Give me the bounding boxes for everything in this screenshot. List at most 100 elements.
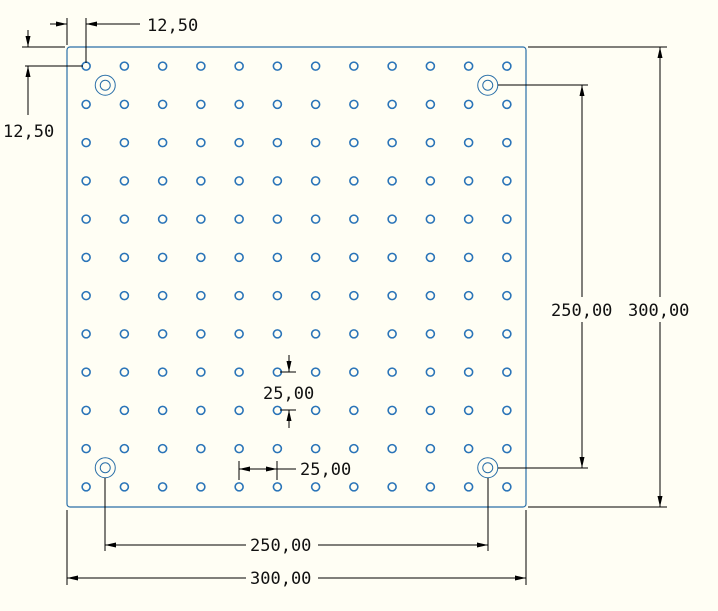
- hole: [157, 99, 168, 110]
- hole: [196, 367, 206, 377]
- hole: [463, 176, 474, 186]
- hole: [157, 367, 168, 377]
- hole: [196, 99, 206, 110]
- hole: [81, 482, 91, 492]
- hole: [387, 176, 397, 186]
- hole: [310, 405, 321, 416]
- hole: [119, 214, 130, 224]
- hole: [81, 443, 91, 454]
- hole: [310, 61, 321, 71]
- hole: [234, 252, 244, 263]
- hole: [463, 99, 474, 110]
- dim-plate-width: 300,00: [66, 510, 527, 589]
- hole: [425, 405, 436, 416]
- hole: [196, 137, 206, 148]
- hole: [157, 290, 168, 301]
- hole: [234, 99, 244, 110]
- hole: [463, 482, 474, 492]
- hole: [502, 61, 512, 71]
- hole: [502, 290, 512, 301]
- hole: [272, 99, 283, 110]
- hole: [463, 290, 474, 301]
- hole: [349, 443, 359, 454]
- mount-hole: [482, 462, 494, 474]
- dim-vertical-pitch-label: 25,00: [263, 384, 314, 404]
- hole: [81, 252, 91, 263]
- hole: [81, 405, 91, 416]
- hole: [234, 405, 244, 416]
- mount-hole: [477, 74, 499, 96]
- hole: [502, 443, 512, 454]
- hole: [234, 61, 244, 71]
- hole: [502, 176, 512, 186]
- hole: [463, 137, 474, 148]
- hole: [425, 482, 436, 492]
- hole: [81, 176, 91, 186]
- hole: [502, 252, 512, 263]
- hole: [81, 99, 91, 110]
- hole: [157, 329, 168, 339]
- hole: [425, 99, 436, 110]
- hole: [387, 367, 397, 377]
- dim-mount-horizontal-label: 250,00: [250, 536, 311, 556]
- hole: [425, 367, 436, 377]
- hole: [196, 61, 206, 71]
- hole: [502, 214, 512, 224]
- hole: [502, 405, 512, 416]
- hole: [196, 443, 206, 454]
- hole: [119, 176, 130, 186]
- hole: [502, 482, 512, 492]
- hole: [349, 214, 359, 224]
- mount-hole: [99, 462, 111, 474]
- mount-hole: [99, 79, 111, 91]
- hole: [272, 214, 283, 224]
- hole: [425, 214, 436, 224]
- hole: [234, 214, 244, 224]
- dim-mount-horizontal: 250,00: [104, 478, 489, 556]
- hole: [502, 137, 512, 148]
- dim-left-offset: 12,50: [3, 30, 83, 142]
- hole: [81, 290, 91, 301]
- hole: [119, 405, 130, 416]
- hole: [310, 214, 321, 224]
- hole: [234, 482, 244, 492]
- hole: [272, 176, 283, 186]
- hole: [425, 61, 436, 71]
- mount-hole: [94, 457, 116, 479]
- dim-plate-width-label: 300,00: [250, 569, 311, 589]
- hole: [272, 290, 283, 301]
- dim-horizontal-pitch: 25,00: [238, 460, 351, 480]
- hole: [196, 176, 206, 186]
- hole: [425, 443, 436, 454]
- hole: [349, 290, 359, 301]
- hole: [196, 252, 206, 263]
- dim-top-offset-label: 12,50: [147, 16, 198, 36]
- hole: [119, 137, 130, 148]
- hole: [157, 214, 168, 224]
- hole: [387, 329, 397, 339]
- hole: [234, 176, 244, 186]
- dim-plate-height: 300,00: [528, 46, 689, 508]
- hole: [81, 61, 91, 71]
- hole: [387, 482, 397, 492]
- hole: [119, 443, 130, 454]
- hole: [425, 137, 436, 148]
- hole: [157, 137, 168, 148]
- hole: [272, 329, 283, 339]
- hole: [234, 329, 244, 339]
- hole: [310, 329, 321, 339]
- hole: [272, 137, 283, 148]
- plate-outline: [66, 46, 527, 508]
- hole: [119, 482, 130, 492]
- hole: [272, 443, 283, 454]
- hole: [349, 329, 359, 339]
- mount-hole: [482, 79, 494, 91]
- hole: [81, 367, 91, 377]
- hole: [387, 405, 397, 416]
- hole: [387, 252, 397, 263]
- hole: [196, 329, 206, 339]
- hole: [502, 367, 512, 377]
- hole: [310, 99, 321, 110]
- hole: [425, 329, 436, 339]
- hole: [349, 61, 359, 71]
